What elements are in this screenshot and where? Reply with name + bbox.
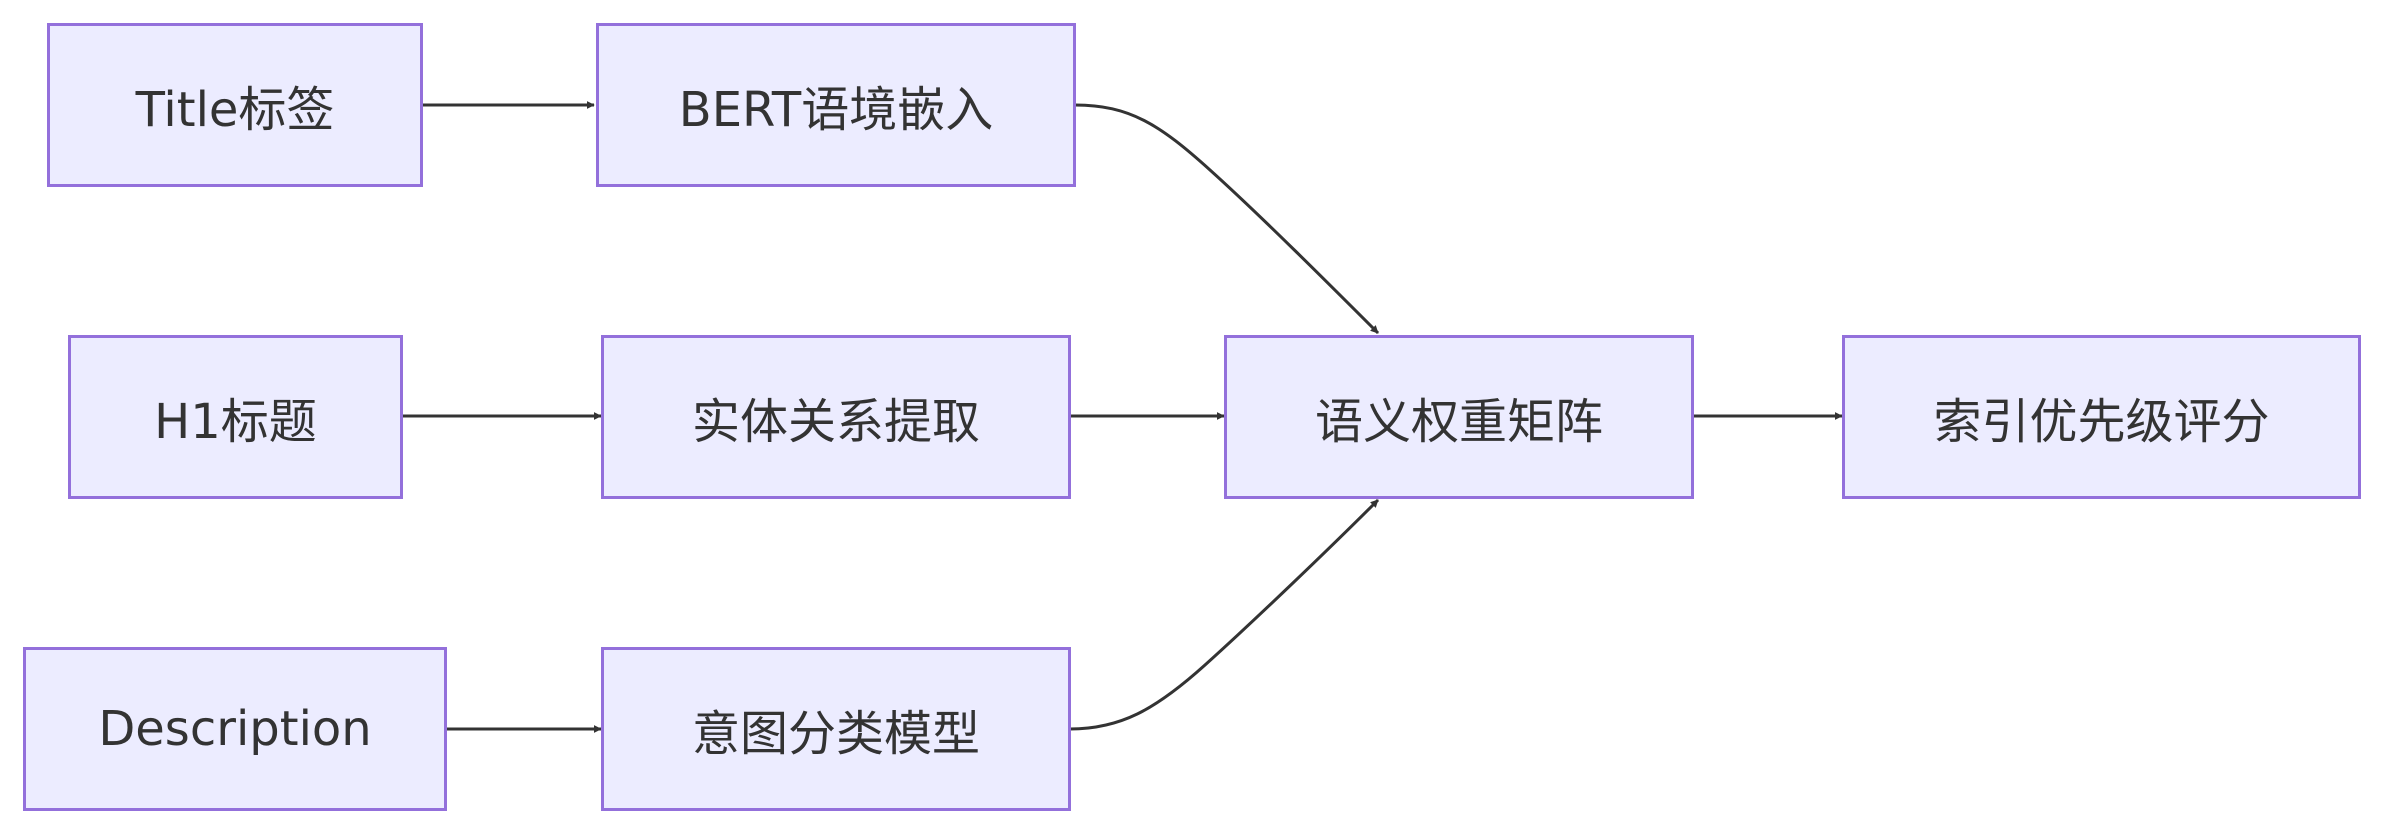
node-description: Description xyxy=(23,647,447,811)
node-h1-heading: H1标题 xyxy=(68,335,403,499)
edge-intent-to-matrix xyxy=(1069,498,1380,731)
edge-bert-to-matrix xyxy=(1074,103,1380,335)
node-bert-embedding: BERT语境嵌入 xyxy=(596,23,1076,187)
node-semantic-matrix: 语义权重矩阵 xyxy=(1224,335,1694,499)
node-index-score: 索引优先级评分 xyxy=(1842,335,2361,499)
node-title-tag: Title标签 xyxy=(47,23,423,187)
node-entity-relation: 实体关系提取 xyxy=(601,335,1071,499)
node-intent-model: 意图分类模型 xyxy=(601,647,1071,811)
